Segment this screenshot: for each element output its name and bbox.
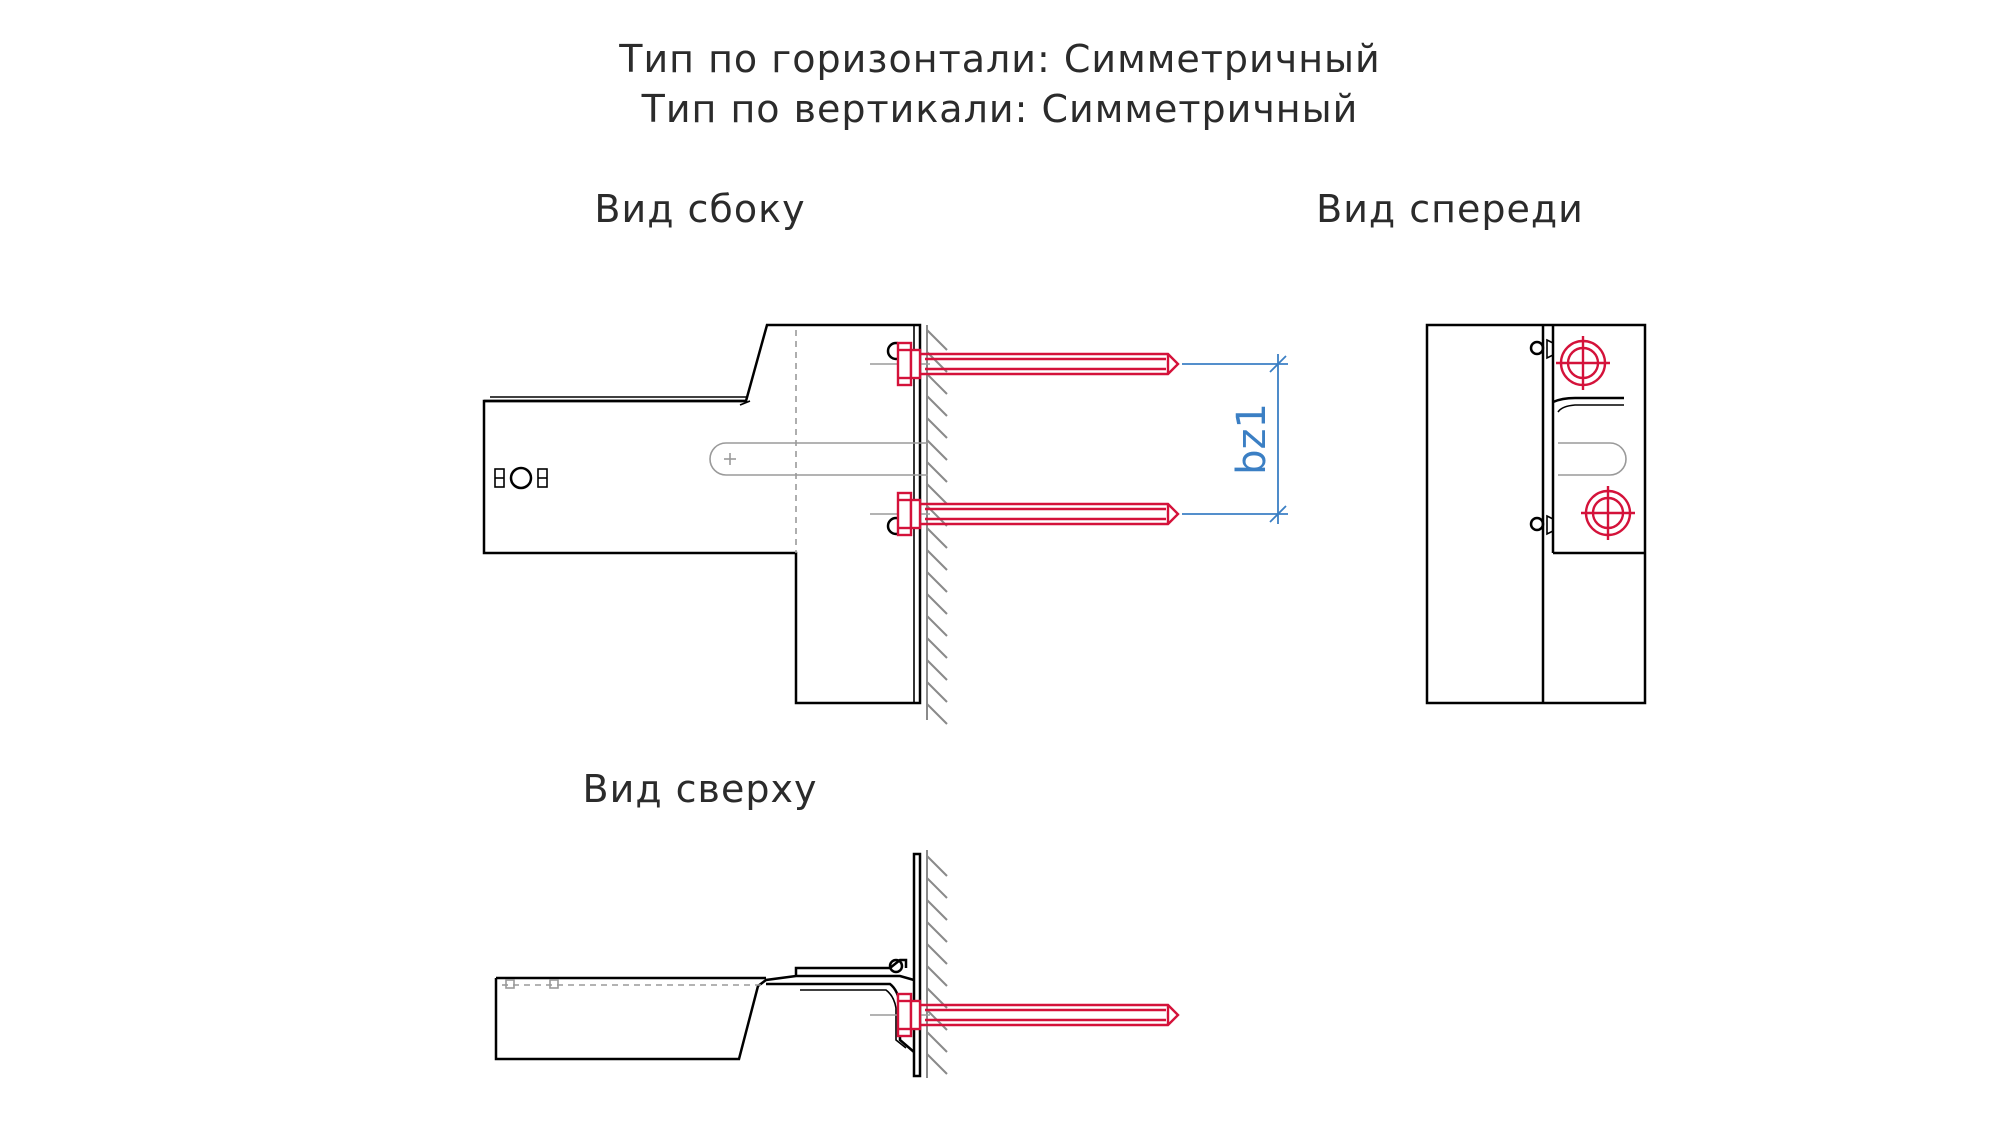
front-view	[1425, 323, 1647, 705]
top-view	[494, 850, 1180, 1078]
horizontal-type-label: Тип по горизонтали: Симметричный	[618, 37, 1381, 81]
top-wall-hatch	[926, 850, 948, 1078]
front-bracket-outline	[1425, 323, 1647, 705]
side-anchor-bottom	[896, 491, 1180, 537]
dimension-bz1-label: bz1	[1229, 403, 1275, 475]
side-anchor-top	[896, 341, 1180, 387]
front-anchor-top	[1556, 336, 1610, 390]
side-view: bz1	[482, 323, 1288, 725]
top-anchor	[870, 992, 1180, 1038]
side-view-label: Вид сбоку	[594, 187, 805, 231]
front-anchor-bottom	[1581, 486, 1635, 540]
side-hole-symbol	[494, 466, 548, 490]
side-slot	[709, 442, 928, 476]
side-bracket-outline	[482, 323, 922, 705]
vertical-type-label: Тип по вертикали: Симметричный	[641, 87, 1359, 131]
side-wall-hatch	[926, 325, 948, 725]
top-wall-plate	[912, 852, 922, 1078]
dimension-bz1: bz1	[1182, 354, 1288, 524]
top-view-label: Вид сверху	[583, 767, 818, 811]
front-view-label: Вид спереди	[1316, 187, 1584, 231]
top-bracket-outline	[494, 974, 915, 1061]
